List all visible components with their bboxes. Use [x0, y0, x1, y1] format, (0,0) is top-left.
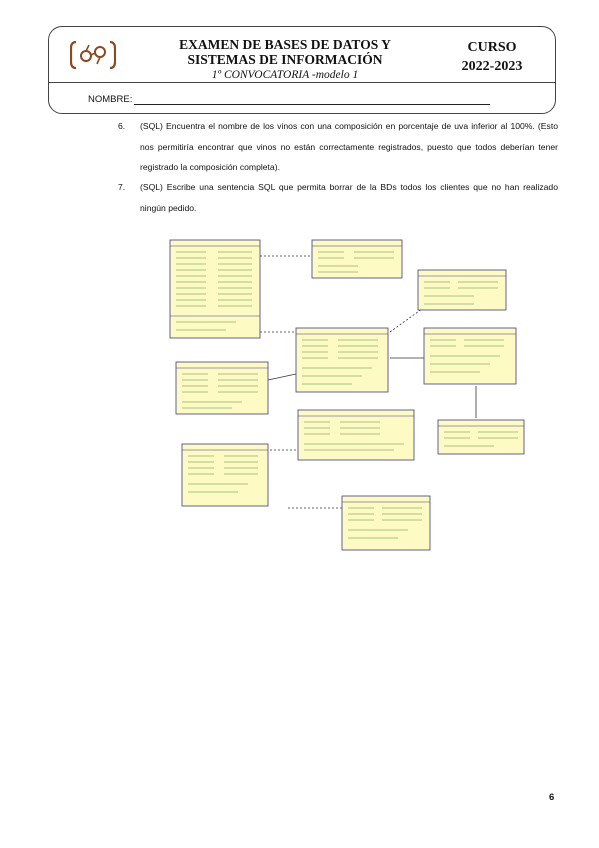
exam-title-line2: SISTEMAS DE INFORMACIÓN [187, 52, 383, 67]
exam-subtitle: 1º CONVOCATORIA -modelo 1 [211, 69, 359, 81]
er-entity [169, 239, 261, 339]
er-entity [311, 239, 403, 279]
question-number: 6. [118, 121, 126, 131]
logo-icon [70, 40, 116, 70]
entity-attribute-rows [176, 251, 518, 539]
course-years: 2022-2023 [461, 59, 523, 74]
name-label: NOMBRE: [88, 94, 133, 105]
question-7: 7. (SQL) Escribe una sentencia SQL que p… [118, 177, 558, 218]
question-text: (SQL) Encuentra el nombre de los vinos c… [140, 121, 558, 172]
er-entity [437, 419, 525, 455]
exam-title-line1: EXAMEN DE BASES DE DATOS Y [179, 37, 391, 52]
header-divider [48, 82, 556, 83]
name-field-line[interactable] [134, 104, 490, 105]
er-entity [417, 269, 507, 311]
course-label: CURSO [467, 40, 517, 55]
question-6: 6. (SQL) Encuentra el nombre de los vino… [118, 116, 558, 178]
question-text: (SQL) Escribe una sentencia SQL que perm… [140, 182, 558, 213]
er-entity [175, 361, 269, 415]
er-entity [297, 409, 415, 461]
course-block: CURSO 2022-2023 [452, 38, 532, 76]
er-entity [341, 495, 431, 551]
header-frame [48, 26, 556, 114]
question-number: 7. [118, 182, 126, 192]
er-diagram [169, 239, 525, 551]
page-number: 6 [549, 792, 555, 803]
exam-title: EXAMEN DE BASES DE DATOS Y SISTEMAS DE I… [150, 37, 420, 67]
er-entity [181, 443, 269, 507]
er-entity [295, 327, 389, 393]
